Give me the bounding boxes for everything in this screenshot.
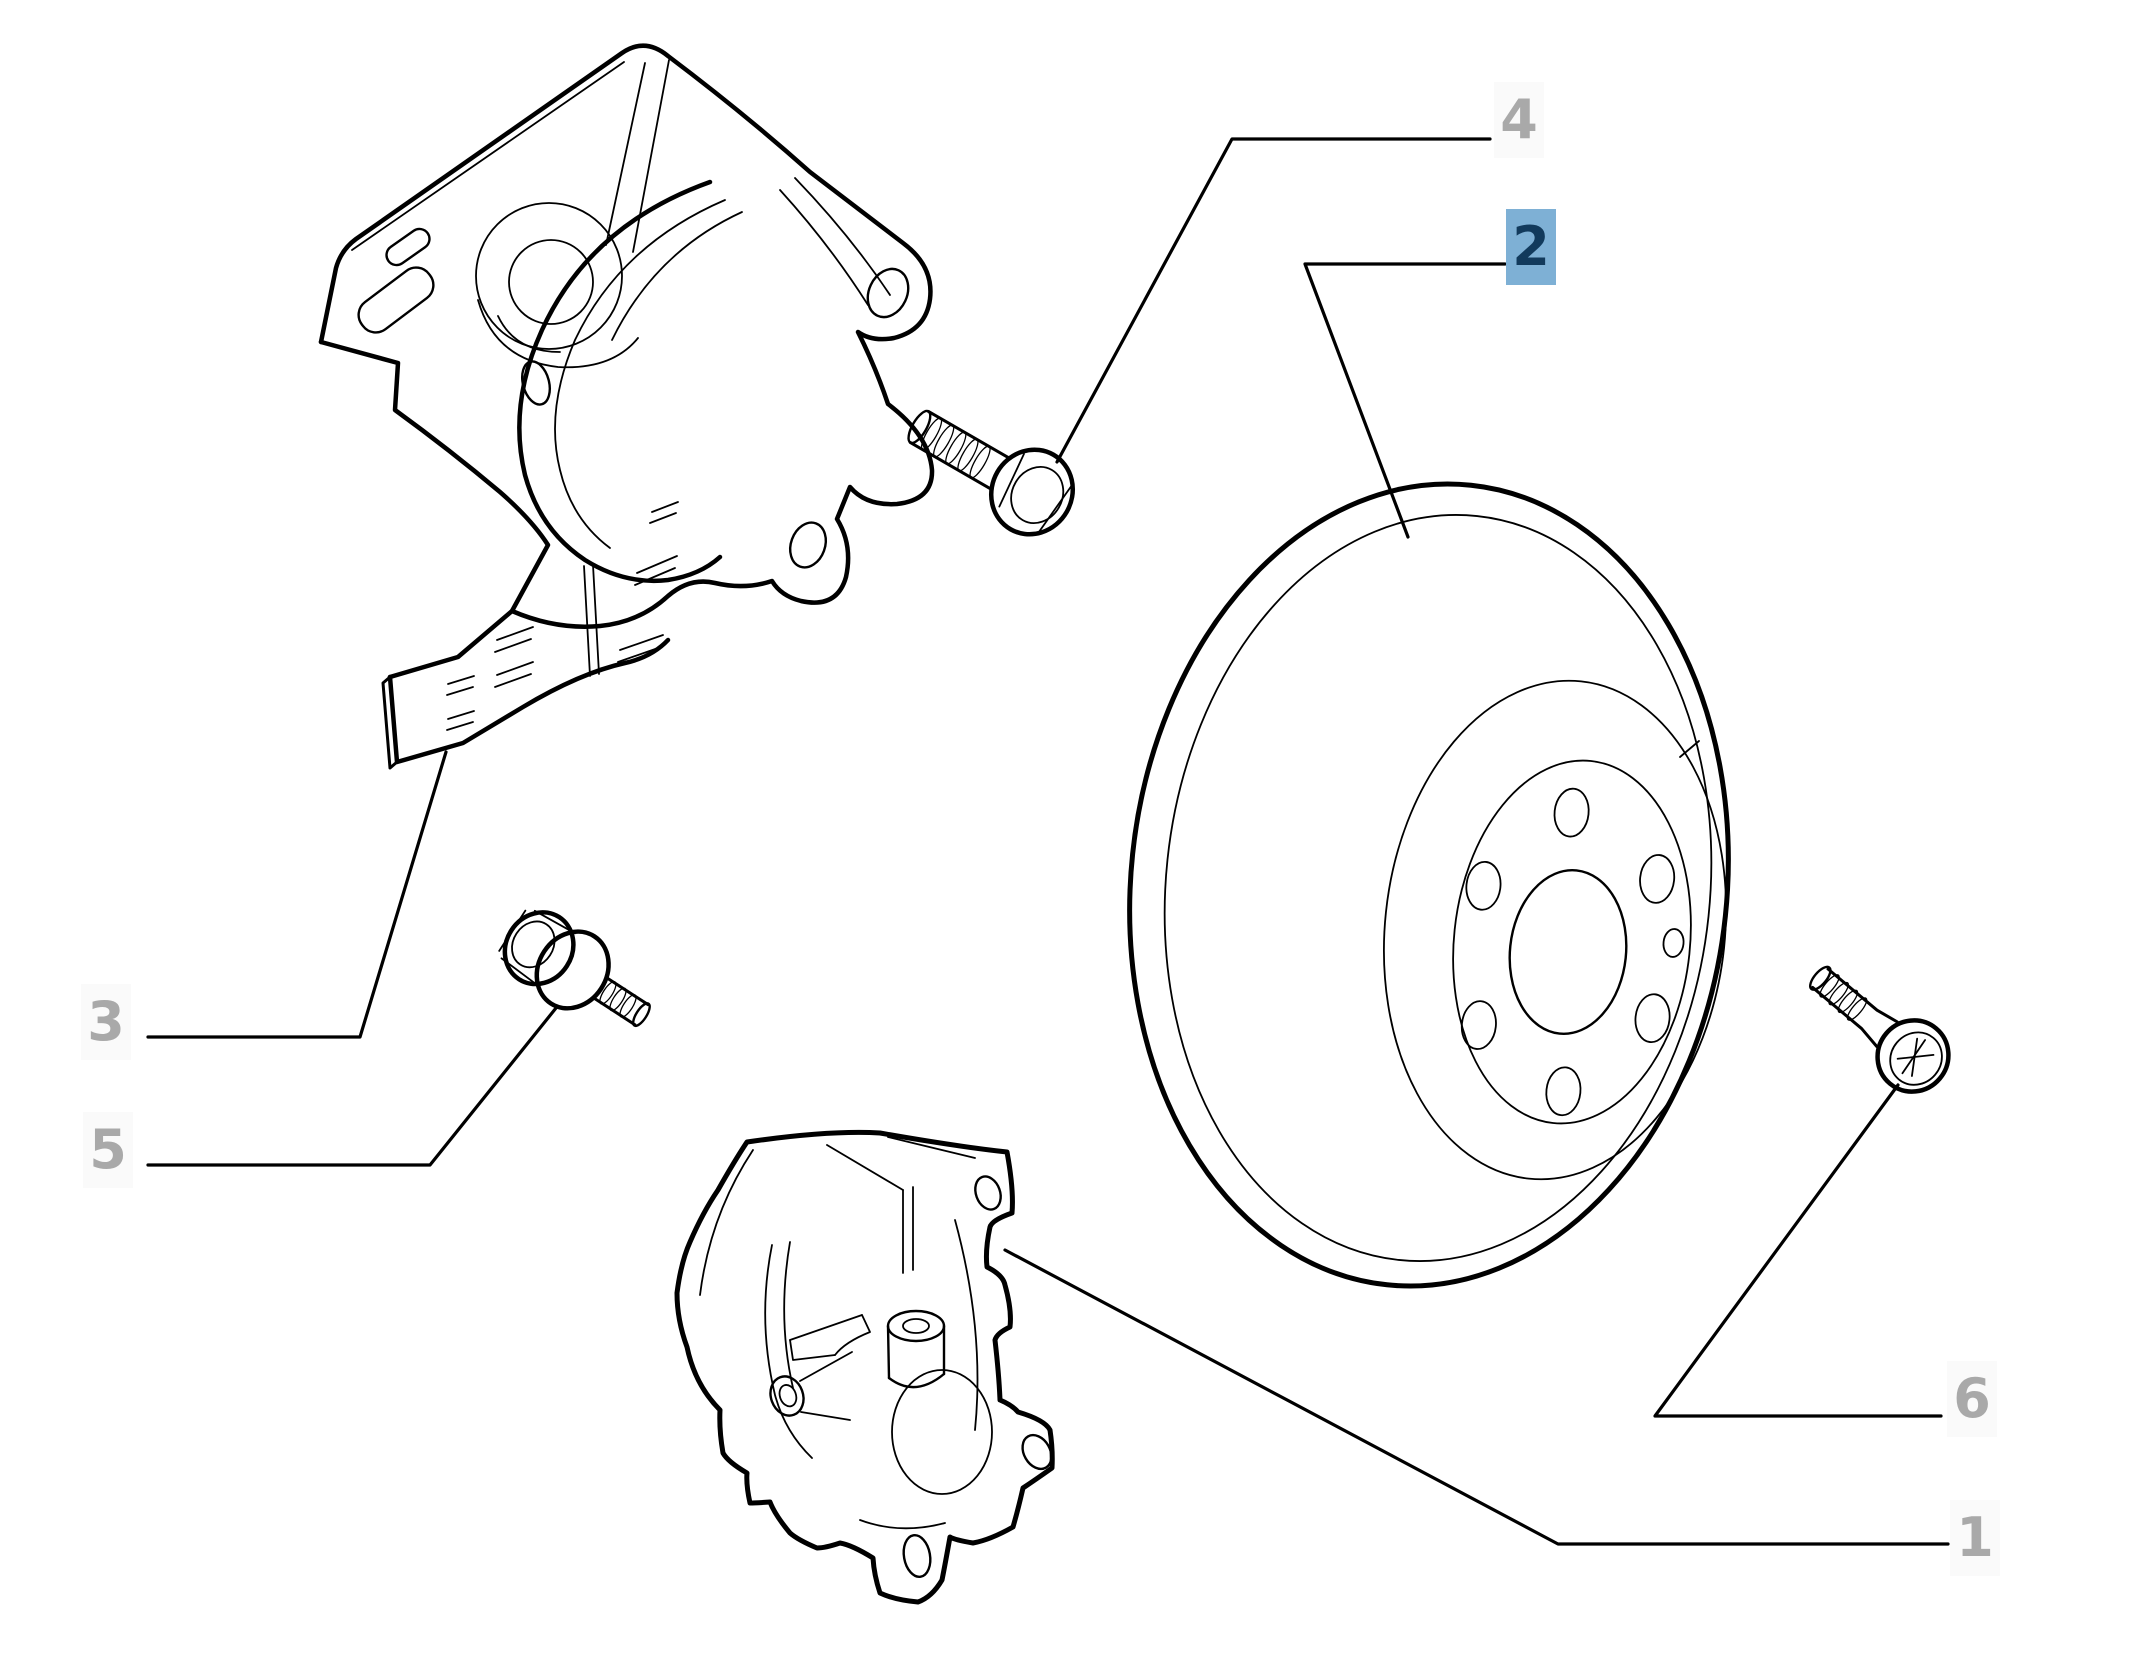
- part-callout-2-selected[interactable]: 2: [1506, 209, 1556, 285]
- part-brake-disc[interactable]: [1091, 454, 1768, 1316]
- disc-hub: [1460, 787, 1685, 1117]
- part-callout-3[interactable]: 3: [81, 984, 131, 1060]
- leader-line-3: [146, 750, 448, 1039]
- leader-line-5: [146, 1006, 558, 1167]
- part-splash-shield[interactable]: [318, 43, 935, 770]
- part-callout-1[interactable]: 1: [1950, 1500, 2000, 1576]
- part-hex-flange-bolt[interactable]: [892, 386, 1088, 549]
- leader-line-1: [1003, 1248, 1950, 1546]
- part-hex-bolt-with-washer[interactable]: [490, 897, 668, 1051]
- part-callout-6[interactable]: 6: [1947, 1361, 1997, 1437]
- part-caliper-bracket[interactable]: [674, 1129, 1057, 1605]
- leader-lines: [146, 137, 1950, 1546]
- leader-line-4: [1055, 137, 1492, 464]
- part-callout-4[interactable]: 4: [1494, 82, 1544, 158]
- part-callout-5[interactable]: 5: [83, 1112, 133, 1188]
- part-torx-screw[interactable]: [1793, 947, 1963, 1106]
- leader-line-2: [1303, 262, 1507, 539]
- leader-line-6: [1653, 1083, 1943, 1418]
